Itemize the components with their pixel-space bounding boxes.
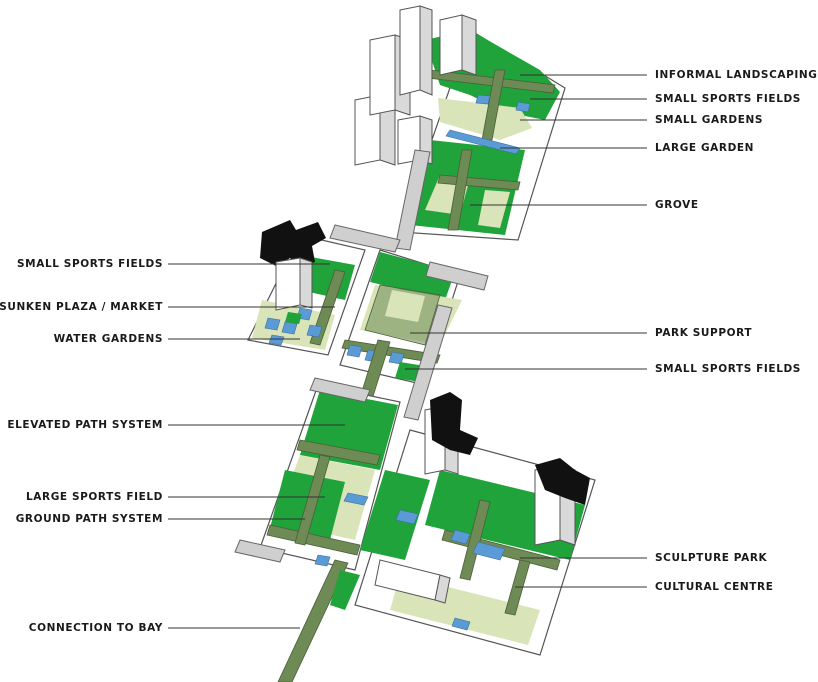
label-water-gardens: WATER GARDENS — [53, 333, 163, 345]
lower-right-block — [354, 392, 596, 656]
middle-right-block — [339, 249, 489, 421]
label-large-sports-field: LARGE SPORTS FIELD — [26, 491, 163, 503]
label-sculpture-park: SCULPTURE PARK — [655, 552, 768, 564]
label-small-sports-fields-west: SMALL SPORTS FIELDS — [17, 258, 163, 270]
label-connection-to-bay: CONNECTION TO BAY — [28, 622, 163, 634]
label-small-sports-fields-east: SMALL SPORTS FIELDS — [655, 363, 801, 375]
label-grove: GROVE — [655, 199, 699, 211]
label-informal-landscaping: INFORMAL LANDSCAPING — [655, 69, 818, 81]
label-elevated-path-system: ELEVATED PATH SYSTEM — [7, 419, 163, 431]
label-sunken-plaza-market: SUNKEN PLAZA / MARKET — [0, 301, 163, 313]
label-ground-path-system: GROUND PATH SYSTEM — [15, 513, 163, 525]
lower-left-block — [234, 377, 401, 571]
north-block — [354, 5, 566, 251]
connection-to-bay-path — [277, 559, 349, 682]
label-small-gardens: SMALL GARDENS — [655, 114, 764, 126]
label-small-sports-fields-north: SMALL SPORTS FIELDS — [655, 93, 801, 105]
leader-lines — [168, 74, 647, 629]
label-cultural-centre: CULTURAL CENTRE — [655, 581, 774, 593]
label-park-support: PARK SUPPORT — [655, 327, 753, 339]
middle-left-block — [247, 220, 401, 356]
bay-edge-green — [330, 570, 360, 610]
label-large-garden: LARGE GARDEN — [655, 142, 755, 154]
